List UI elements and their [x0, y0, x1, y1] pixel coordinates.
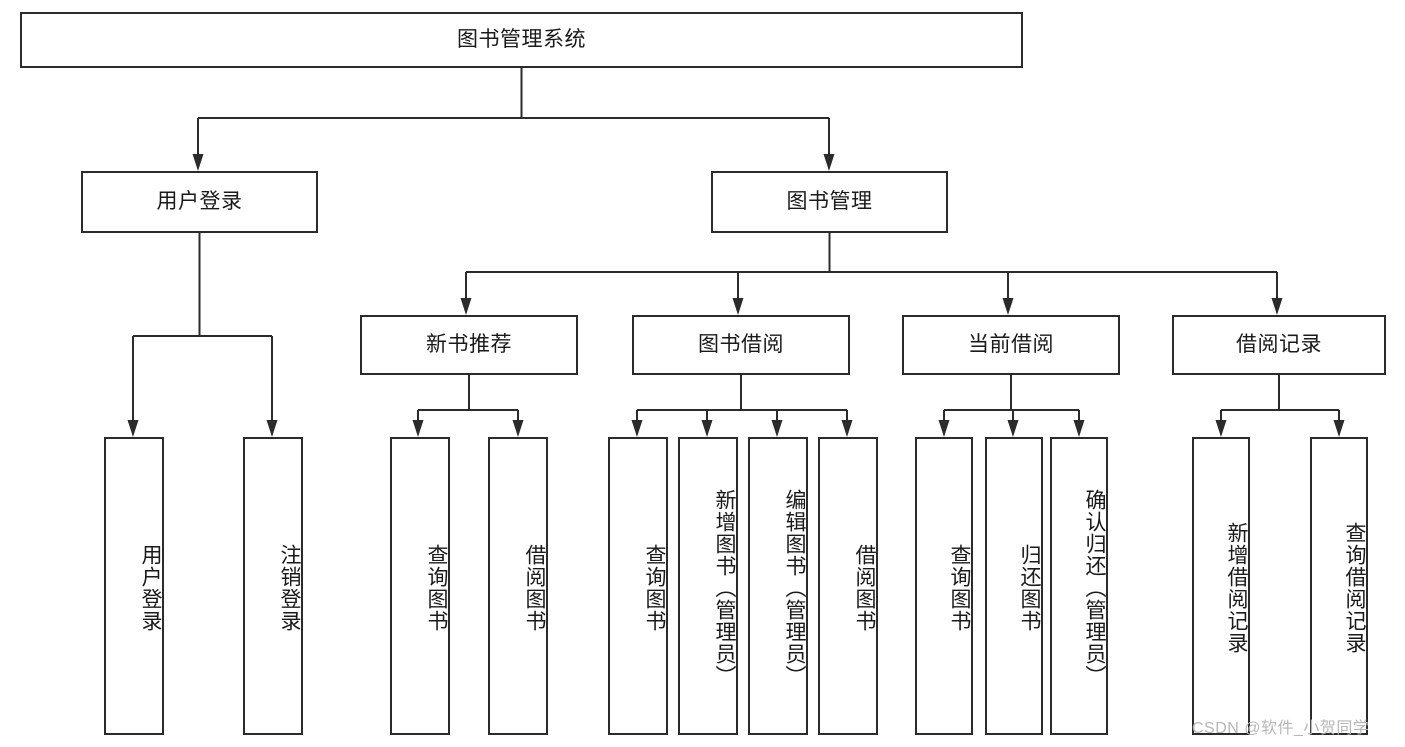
node-label: 编辑图书（管理员）	[783, 489, 806, 687]
connector-arrowhead	[127, 420, 139, 437]
node-book-borrow[interactable]: 图书借阅	[632, 315, 850, 375]
connector-arrowhead	[1007, 420, 1019, 437]
node-label: 注销登录	[278, 544, 301, 632]
node-leaf-query-book-bor[interactable]: 查询图书	[608, 437, 668, 735]
connector-arrowhead	[512, 420, 524, 437]
node-leaf-edit-book[interactable]: 编辑图书（管理员）	[748, 437, 808, 735]
node-label: 新增借阅记录	[1225, 522, 1248, 654]
node-user-login[interactable]: 用户登录	[81, 171, 318, 233]
node-leaf-query-record[interactable]: 查询借阅记录	[1310, 437, 1368, 735]
connector-arrowhead	[732, 298, 744, 315]
node-label: 查询图书	[425, 544, 448, 632]
node-label: 图书管理系统	[457, 27, 586, 51]
node-label: 新增图书（管理员）	[713, 489, 736, 687]
node-book-manage[interactable]: 图书管理	[711, 171, 948, 233]
node-leaf-return-book[interactable]: 归还图书	[985, 437, 1043, 735]
node-borrow-record[interactable]: 借阅记录	[1172, 315, 1386, 375]
connector-arrowhead	[1073, 420, 1085, 437]
node-leaf-query-book-cur[interactable]: 查询图书	[915, 437, 973, 735]
connector-arrowhead	[1215, 420, 1227, 437]
node-leaf-add-record[interactable]: 新增借阅记录	[1192, 437, 1250, 735]
connector-arrowhead	[631, 420, 643, 437]
connector-arrowhead	[841, 420, 853, 437]
node-leaf-logout[interactable]: 注销登录	[243, 437, 303, 735]
node-label: 用户登录	[156, 189, 243, 213]
node-leaf-user-login[interactable]: 用户登录	[104, 437, 164, 735]
node-leaf-add-book[interactable]: 新增图书（管理员）	[678, 437, 738, 735]
node-label: 借阅记录	[1236, 332, 1322, 356]
connector-arrowhead	[1002, 298, 1014, 315]
node-label: 查询图书	[948, 544, 971, 632]
node-leaf-borrow-book-rec[interactable]: 借阅图书	[488, 437, 548, 735]
node-label: 新书推荐	[426, 332, 512, 356]
node-label: 归还图书	[1018, 544, 1041, 632]
connector-arrowhead	[701, 420, 713, 437]
connector-arrowhead	[266, 420, 278, 437]
node-label: 查询图书	[643, 544, 666, 632]
node-label: 借阅图书	[523, 544, 546, 632]
node-label: 借阅图书	[853, 544, 876, 632]
node-root[interactable]: 图书管理系统	[20, 12, 1023, 68]
connector-arrowhead	[192, 154, 204, 171]
node-leaf-query-book-rec[interactable]: 查询图书	[390, 437, 450, 735]
node-current-borrow[interactable]: 当前借阅	[902, 315, 1120, 375]
connector-arrowhead	[938, 420, 950, 437]
node-label: 图书管理	[786, 189, 873, 213]
node-label: 用户登录	[139, 544, 162, 632]
connector-arrowhead	[1271, 298, 1283, 315]
connector-arrowhead	[412, 420, 424, 437]
node-new-book-rec[interactable]: 新书推荐	[360, 315, 578, 375]
node-label: 图书借阅	[698, 332, 784, 356]
connector-arrowhead	[1333, 420, 1345, 437]
watermark-text: CSDN @软件_小贺同学	[1192, 720, 1370, 737]
node-label: 确认归还（管理员）	[1083, 489, 1106, 687]
node-leaf-borrow-book[interactable]: 借阅图书	[818, 437, 878, 735]
node-label: 查询借阅记录	[1343, 522, 1366, 654]
node-leaf-confirm-return[interactable]: 确认归还（管理员）	[1050, 437, 1108, 735]
node-label: 当前借阅	[968, 332, 1054, 356]
connector-arrowhead	[823, 154, 835, 171]
connector-arrowhead	[771, 420, 783, 437]
connector-arrowhead	[460, 298, 472, 315]
